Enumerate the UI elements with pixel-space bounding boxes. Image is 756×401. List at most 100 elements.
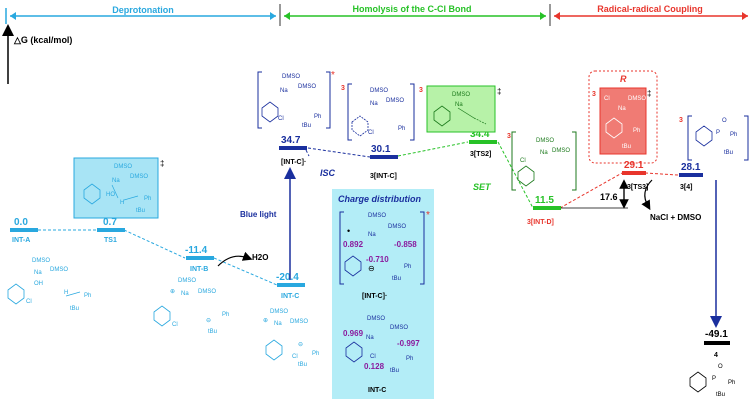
ts1-box: ‡ DMSO DMSO Na HO H Ph tBu <box>73 157 164 219</box>
charge-top-p-value: -0.710 <box>366 255 389 264</box>
set-label: SET <box>473 182 492 192</box>
energy-int-c-3: 30.1 <box>371 144 391 155</box>
h2o-arrow <box>217 251 253 267</box>
level-bar-int-a <box>10 228 38 232</box>
int-a-dmso-b: DMSO <box>50 267 68 273</box>
name-int-c-3: 3[INT-C] <box>370 173 397 180</box>
ts3-r-label: R <box>620 74 627 84</box>
structure-int-a: DMSO DMSO Na OH Cl H Ph tBu <box>7 258 91 312</box>
int-c-plus: ⊕ <box>263 318 268 324</box>
energy-int-a: 0.0 <box>14 217 28 228</box>
charge-top-dot: • <box>347 226 350 236</box>
name-p4: 4 <box>714 352 718 359</box>
level-bar-int-b <box>186 256 214 260</box>
charge-bottom-p-value: 0.128 <box>364 362 385 371</box>
ts3-tbu: tBu <box>622 144 631 150</box>
pathway-connectors <box>38 141 679 286</box>
int-d-cl: Cl <box>520 158 526 164</box>
ts3-na: Na <box>618 106 626 112</box>
charge-bottom-name: INT-C <box>368 387 386 394</box>
charge-top-minus: ⊖ <box>368 264 375 273</box>
name-int-c-rad: [INT-C]· <box>281 159 306 166</box>
level-bar-int-d <box>533 206 561 210</box>
barrier-label: 17.6 <box>600 192 618 202</box>
energy-ts2: 34.4 <box>470 129 490 140</box>
structure-int-c: DMSO DMSO Na ⊕ ⊖ Ph tBu Cl <box>263 309 319 368</box>
charge-distribution-panel: Charge distribution * DMSO DMSO Na • ⊖ 0… <box>332 189 434 399</box>
int-d-dmso-b: DMSO <box>552 148 570 154</box>
annotations: H2O Blue light ISC SET 17.6 NaCl + DMSO <box>217 167 722 328</box>
int-c-3-cl: Cl <box>368 130 374 136</box>
int-b-tbu: tBu <box>208 329 217 335</box>
int-b-minus: ⊖ <box>206 318 211 324</box>
int-b-cl: Cl <box>172 322 178 328</box>
ts3-ph: Ph <box>633 128 640 134</box>
level-bar-ts2 <box>469 140 497 144</box>
int-b-plus: ⊕ <box>170 289 175 295</box>
ts1-h: H <box>120 200 124 206</box>
charge-bottom-tbu: tBu <box>390 368 399 374</box>
int-c-3-sup3: 3 <box>341 85 345 92</box>
level-bar-int-c-3 <box>370 155 398 159</box>
ts2-box: 3 ‡ DMSO Na <box>419 85 501 133</box>
charge-bottom-ph: Ph <box>406 356 413 362</box>
level-bar-p4-3 <box>679 173 703 177</box>
name-ts2: 3[TS2] <box>470 151 491 158</box>
charge-bottom-o-value: -0.997 <box>397 339 420 348</box>
energy-int-b: -11.4 <box>185 245 208 256</box>
y-axis: △G (kcal/mol) <box>2 24 72 84</box>
energy-p4-3: 28.1 <box>681 162 701 173</box>
blue-light-label: Blue light <box>240 210 277 219</box>
p4-3-p: P <box>716 130 720 136</box>
structure-int-b: DMSO DMSO Na ⊕ ⊖ Ph tBu Cl <box>153 278 229 335</box>
energy-int-c-rad: 34.7 <box>281 135 301 146</box>
int-c-rad-cl: Cl <box>278 116 284 122</box>
isc-connector <box>307 147 371 158</box>
int-a-ph: Ph <box>84 293 91 299</box>
int-c-3-dmso-a: DMSO <box>370 88 388 94</box>
int-c-rad-tbu: tBu <box>302 123 311 129</box>
int-d-dmso-a: DMSO <box>536 138 554 144</box>
charge-top-dmso-a: DMSO <box>368 213 386 219</box>
int-c-dmso-a: DMSO <box>270 309 288 315</box>
p4-3-sup3: 3 <box>679 117 683 124</box>
ts1-dmso-b: DMSO <box>130 174 148 180</box>
structure-p4: O P Ph tBu <box>689 364 735 398</box>
p4-3-tbu: tBu <box>724 150 733 156</box>
ts1-dmso-a: DMSO <box>114 164 132 170</box>
int-c-na: Na <box>274 321 282 327</box>
name-int-d: 3[INT-D] <box>527 219 554 226</box>
name-ts3: 3[TS3] <box>627 184 648 191</box>
isc-label: ISC <box>320 168 336 178</box>
int-b-dmso-a: DMSO <box>178 278 196 284</box>
y-axis-label: △G (kcal/mol) <box>13 35 72 45</box>
p4-ph: Ph <box>728 380 735 386</box>
phase-header: Deprotonation Homolysis of the C-Cl Bond… <box>5 4 748 26</box>
energy-levels <box>10 140 730 345</box>
ts3-cl: Cl <box>604 96 610 102</box>
int-c-rad-star: * <box>331 70 335 81</box>
p4-3-o: O <box>722 118 727 124</box>
p4-o: O <box>718 364 723 370</box>
int-b-ph: Ph <box>222 312 229 318</box>
int-c-rad-ph: Ph <box>314 114 321 120</box>
h2o-label: H2O <box>252 253 268 262</box>
int-c-3-na: Na <box>370 101 378 107</box>
structure-p4-3: 3 O P Ph tBu <box>679 115 749 161</box>
int-a-oh: OH <box>34 281 43 287</box>
level-bar-int-c-rad <box>279 146 307 150</box>
ts2-dagger: ‡ <box>497 87 501 96</box>
charge-top-na-value: 0.892 <box>343 240 364 249</box>
ts1-ho: HO <box>106 192 115 198</box>
int-a-cl: Cl <box>26 299 32 305</box>
int-c-rad-na: Na <box>280 88 288 94</box>
charge-bottom-na: Na <box>366 335 374 341</box>
p4-tbu: tBu <box>716 392 725 398</box>
structure-int-c-3: 3 DMSO DMSO Na Ph Cl <box>341 83 415 141</box>
level-bar-ts1 <box>97 228 125 232</box>
ts2-dmso: DMSO <box>452 92 470 98</box>
charge-bottom-cl: Cl <box>370 354 376 360</box>
energy-p4: -49.1 <box>705 329 728 340</box>
charge-bottom-na-value: 0.969 <box>343 329 364 338</box>
